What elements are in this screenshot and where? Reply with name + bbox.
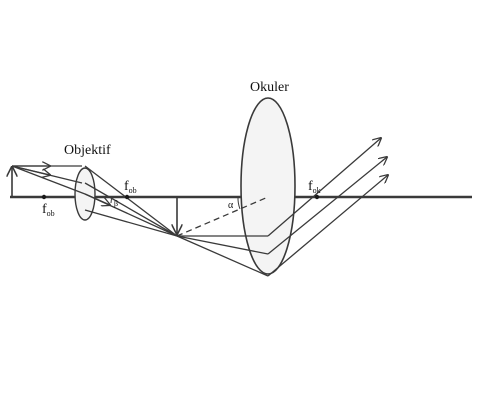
- incoming-ray-chief: [11, 165, 86, 195]
- fob-right-main: f: [124, 179, 129, 194]
- exit-ray-1: [267, 138, 381, 237]
- fob-right-sub: ob: [129, 186, 137, 195]
- refracted-ray-4: [84, 209, 178, 237]
- exit-ray-2: [267, 157, 387, 255]
- dashed-chief-ray: [176, 196, 269, 237]
- image-ray-to-ocular-2: [176, 235, 269, 255]
- fob-right-label: fob: [124, 179, 137, 195]
- beta-label: β: [114, 199, 118, 208]
- refracted-ray-1: [84, 165, 178, 237]
- objective-label: Objektif: [64, 143, 111, 158]
- incoming-ray-middle-arrow: [11, 165, 50, 175]
- alpha-label: α: [228, 200, 234, 211]
- ocular-lens: [240, 97, 296, 275]
- alpha-arc: [237, 196, 241, 210]
- fob-left-sub: ob: [47, 209, 55, 218]
- fob-left-label: fob: [42, 202, 55, 218]
- beta-arc: [110, 196, 113, 204]
- fok-main: f: [308, 179, 313, 194]
- focal-point-objective-right: [124, 194, 130, 200]
- image-ray-to-ocular-3: [176, 235, 269, 277]
- fok-label: fok: [308, 179, 321, 195]
- refracted-ray-2: [84, 182, 178, 237]
- fob-left-main: f: [42, 202, 47, 217]
- focal-point-ocular: [314, 194, 320, 200]
- exit-ray-3: [267, 175, 388, 277]
- focal-point-objective-left: [41, 194, 47, 200]
- ocular-label: Okuler: [250, 80, 289, 95]
- refracted-ray-arrow: [84, 193, 110, 205]
- fok-sub: ok: [313, 186, 321, 195]
